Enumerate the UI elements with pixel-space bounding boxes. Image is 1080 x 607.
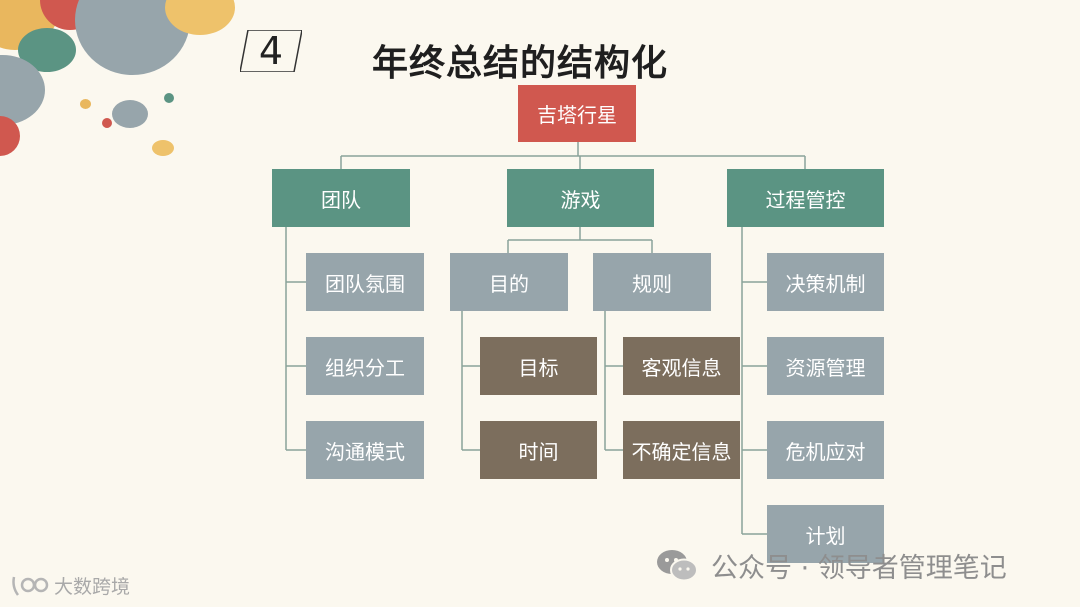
branch-node-process-control: 过程管控 xyxy=(727,169,884,227)
decor-dot xyxy=(0,116,20,156)
decor-dot xyxy=(112,100,148,128)
branch-node-game: 游戏 xyxy=(507,169,654,227)
sub-branch-node-purpose: 目的 xyxy=(450,253,568,311)
leaf-node: 沟通模式 xyxy=(306,421,424,479)
leaf-node: 资源管理 xyxy=(767,337,884,395)
decor-dot xyxy=(80,99,91,109)
leaf-node: 客观信息 xyxy=(623,337,740,395)
leaf-node: 团队氛围 xyxy=(306,253,424,311)
leaf-node: 目标 xyxy=(480,337,597,395)
leaf-node: 时间 xyxy=(480,421,597,479)
watermark-text: 公众号 · 领导者管理笔记 xyxy=(711,553,1007,584)
ido-logo-icon xyxy=(12,576,49,596)
brand-logo: 大数跨境 xyxy=(10,572,130,599)
leaf-node: 组织分工 xyxy=(306,337,424,395)
leaf-node: 决策机制 xyxy=(767,253,884,311)
slanted-frame-icon xyxy=(240,30,302,72)
logo-text: 大数跨境 xyxy=(54,576,131,598)
page-title: 年终总结的结构化 xyxy=(372,43,669,84)
leaf-node: 危机应对 xyxy=(767,421,884,479)
leaf-node: 不确定信息 xyxy=(623,421,740,479)
branch-node-team: 团队 xyxy=(272,169,410,227)
decor-dot xyxy=(102,118,112,128)
root-node: 吉塔行星 xyxy=(518,85,636,142)
sub-branch-node-rules: 规则 xyxy=(593,253,711,311)
decor-dot xyxy=(164,93,174,103)
leaf-node: 计划 xyxy=(767,505,884,563)
watermark: 公众号 · 领导者管理笔记 xyxy=(655,546,1007,585)
section-number-box: 4 xyxy=(240,30,302,72)
wechat-icon xyxy=(657,549,698,581)
decor-dot xyxy=(152,140,174,156)
section-number: 4 xyxy=(258,29,284,73)
